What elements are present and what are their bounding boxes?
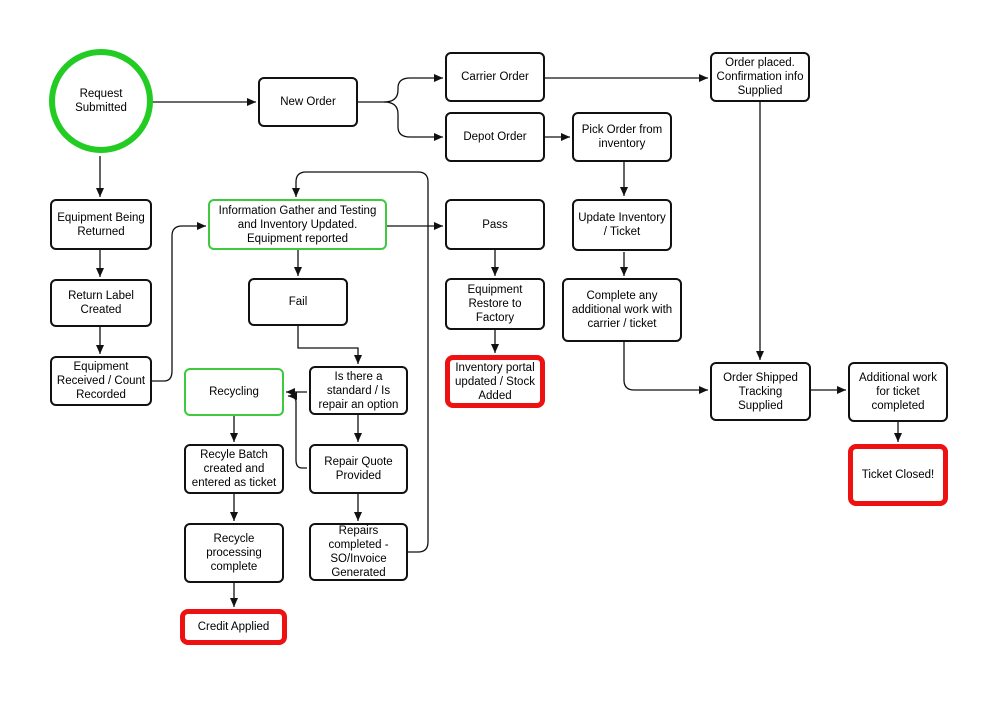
equipment-returned-node: Equipment Being Returned bbox=[50, 199, 152, 250]
recycle-processing-node: Recycle processing complete bbox=[184, 523, 284, 583]
edge-repairs-to-info-loop bbox=[292, 171, 429, 553]
edge-new-order-to-depot bbox=[383, 101, 443, 141]
restore-factory-node: Equipment Restore to Factory bbox=[445, 278, 545, 330]
info-gather-node: Information Gather and Testing and Inven… bbox=[208, 199, 387, 250]
request-submitted-node: Request Submitted bbox=[49, 49, 153, 153]
order-shipped-node: Order Shipped Tracking Supplied bbox=[710, 362, 811, 421]
new-order-node: New Order bbox=[258, 77, 358, 127]
ticket-closed-node: Ticket Closed! bbox=[848, 444, 948, 506]
edge-new-order-to-carrier bbox=[358, 74, 443, 103]
credit-applied-node: Credit Applied bbox=[180, 609, 287, 645]
order-placed-node: Order placed. Confirmation info Supplied bbox=[710, 52, 810, 102]
edge-quote-to-recycling bbox=[287, 392, 307, 469]
pass-node: Pass bbox=[445, 199, 545, 250]
update-inventory-node: Update Inventory / Ticket bbox=[572, 199, 672, 251]
recycling-node: Recycling bbox=[184, 368, 284, 416]
edge-received-to-info bbox=[152, 222, 206, 382]
standard-repair-node: Is there a standard / Is repair an optio… bbox=[309, 366, 408, 415]
additional-work-node: Additional work for ticket completed bbox=[848, 362, 948, 422]
carrier-order-node: Carrier Order bbox=[445, 52, 545, 102]
fail-node: Fail bbox=[248, 278, 348, 326]
edge-fail-to-standard bbox=[297, 326, 362, 364]
repairs-completed-node: Repairs completed - SO/Invoice Generated bbox=[309, 523, 408, 581]
pick-order-node: Pick Order from inventory bbox=[572, 112, 672, 162]
return-label-node: Return Label Created bbox=[50, 279, 152, 327]
equipment-received-node: Equipment Received / Count Recorded bbox=[50, 356, 152, 406]
depot-order-node: Depot Order bbox=[445, 112, 545, 162]
recycle-batch-node: Recyle Batch created and entered as tick… bbox=[184, 444, 284, 494]
edge-complete-to-shipped bbox=[623, 342, 708, 394]
repair-quote-node: Repair Quote Provided bbox=[309, 444, 408, 494]
complete-work-node: Complete any additional work with carrie… bbox=[562, 278, 682, 342]
inventory-portal-node: Inventory portal updated / Stock Added bbox=[445, 355, 545, 408]
